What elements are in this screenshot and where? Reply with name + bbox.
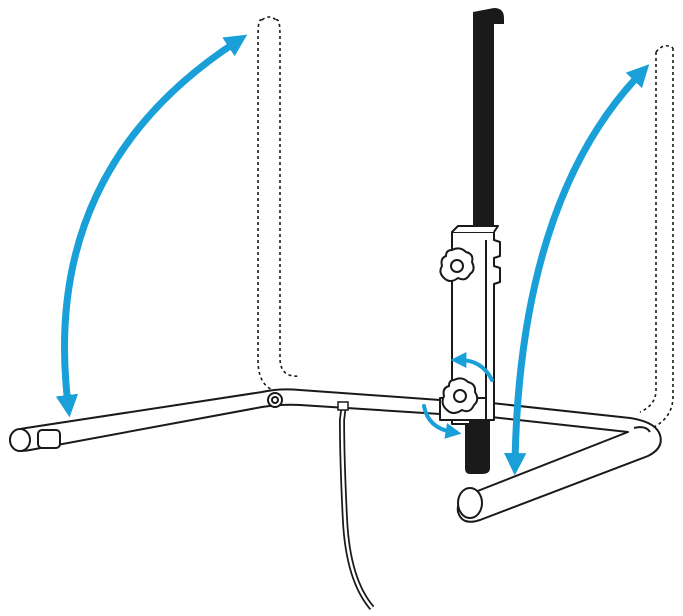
- swing-up-down-arrow-icon: [503, 64, 650, 476]
- left-raised-position-outline: [257, 16, 301, 393]
- upright-black-bar: [465, 8, 504, 474]
- power-cable: [338, 403, 375, 610]
- right-tube-end-cap: [457, 487, 483, 519]
- left-leg-tube: [9, 388, 441, 452]
- tightening-knob-icon[interactable]: [441, 377, 479, 414]
- left-tube-end-cap: [9, 428, 31, 452]
- tightening-knob-icon[interactable]: [439, 247, 475, 282]
- rotate-arrows-icon: [422, 352, 494, 439]
- swing-up-down-arrow-icon: [55, 34, 248, 418]
- left-foot-clip: [37, 429, 61, 449]
- right-raised-position-outline: [639, 44, 674, 429]
